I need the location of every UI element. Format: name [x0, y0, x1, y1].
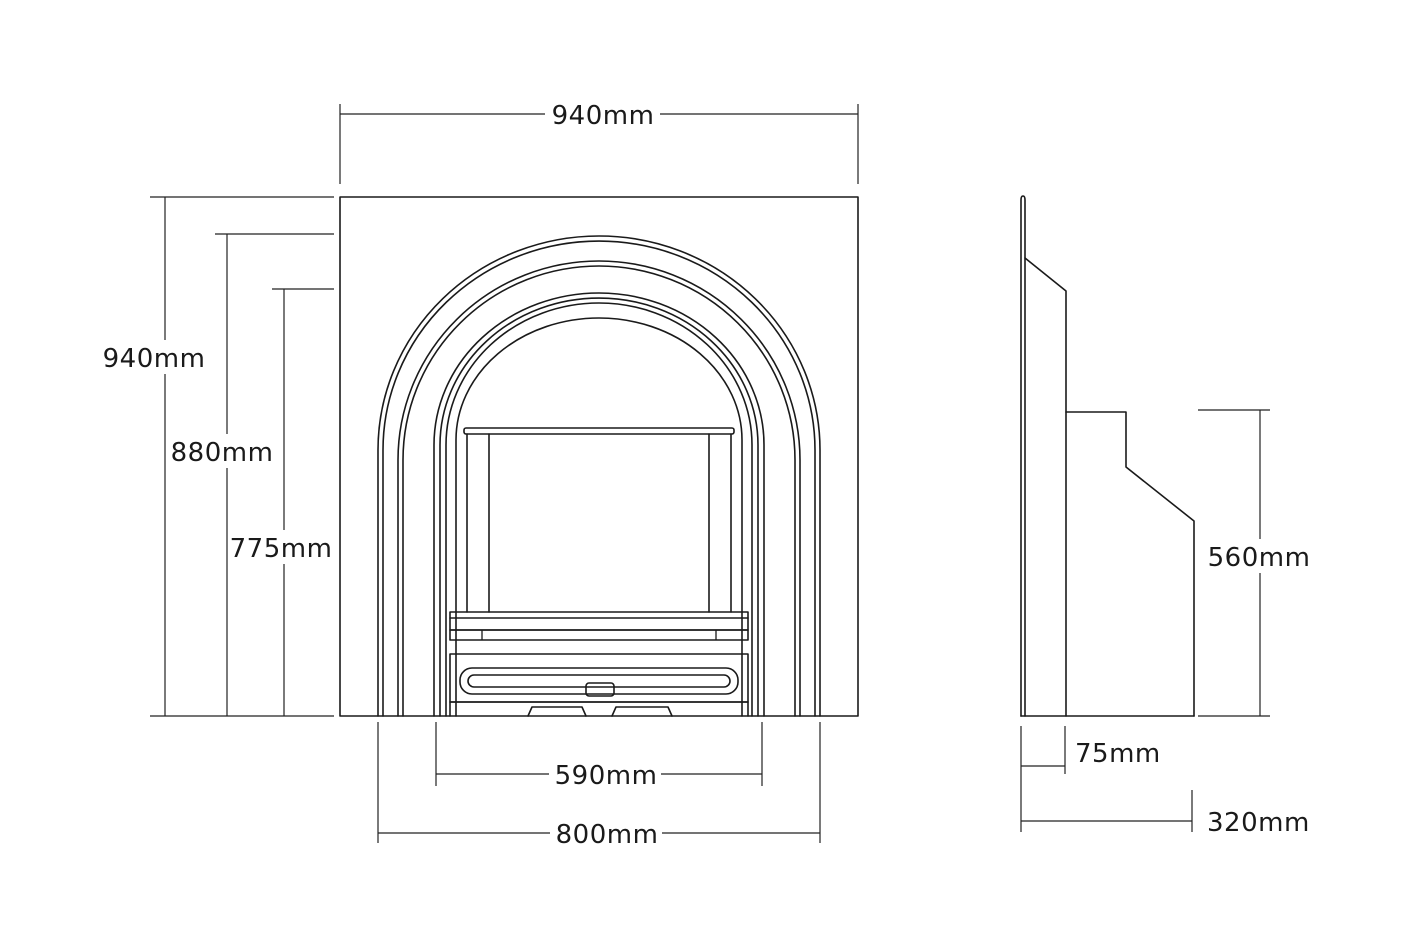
dim-opening-width-label: 590mm	[555, 761, 658, 791]
dim-940-label-bg	[100, 340, 208, 374]
arch-outer-1	[377, 235, 821, 717]
ash-pan-recess	[467, 674, 731, 688]
dim-800-label-bg	[550, 816, 662, 850]
arch-outer-2	[382, 240, 816, 717]
dim-top-label-bg	[545, 97, 660, 131]
arch-outer-3	[397, 260, 801, 717]
base-foot-right	[611, 706, 673, 717]
side-body-profile	[1065, 411, 1195, 717]
side-front-plate	[1020, 195, 1026, 717]
dim-arch-outer-height-label: 880mm	[171, 438, 274, 468]
arch-inner-1	[433, 292, 765, 717]
dim-front-width-label: 940mm	[552, 101, 655, 131]
arch-inner-3	[445, 302, 753, 717]
ash-pan-handle	[585, 682, 615, 697]
dim-side-plate-depth-label: 75mm	[1075, 739, 1161, 769]
dim-590-label-bg	[549, 757, 661, 791]
arch-outer-4	[402, 265, 796, 717]
dim-775-label-bg	[228, 530, 336, 564]
dim-front-height-label: 940mm	[103, 344, 206, 374]
base-frame	[449, 701, 749, 717]
arch-inner-4	[455, 317, 743, 717]
dim-arch-outer-width-label: 800mm	[556, 820, 659, 850]
grate-bar-lower	[449, 629, 749, 641]
arch-inner-2	[439, 297, 759, 717]
grate-top-bar	[463, 427, 735, 435]
dim-side-total-depth-label: 320mm	[1207, 808, 1310, 838]
dim-880-label-bg	[168, 434, 276, 468]
front-plate	[339, 196, 859, 717]
base-foot-left	[527, 706, 587, 717]
side-hood	[1024, 257, 1067, 717]
side-view: 560mm 75mm 320mm	[1020, 195, 1315, 838]
dim-side-height-label: 560mm	[1208, 543, 1311, 573]
ash-pan-front	[459, 667, 739, 695]
grate-bar-upper	[449, 611, 749, 631]
front-view: 940mm 940mm 880mm 775mm 590mm 800mm	[100, 97, 859, 850]
dim-560-label-bg	[1205, 539, 1315, 573]
dim-arch-inner-height-label: 775mm	[230, 534, 333, 564]
